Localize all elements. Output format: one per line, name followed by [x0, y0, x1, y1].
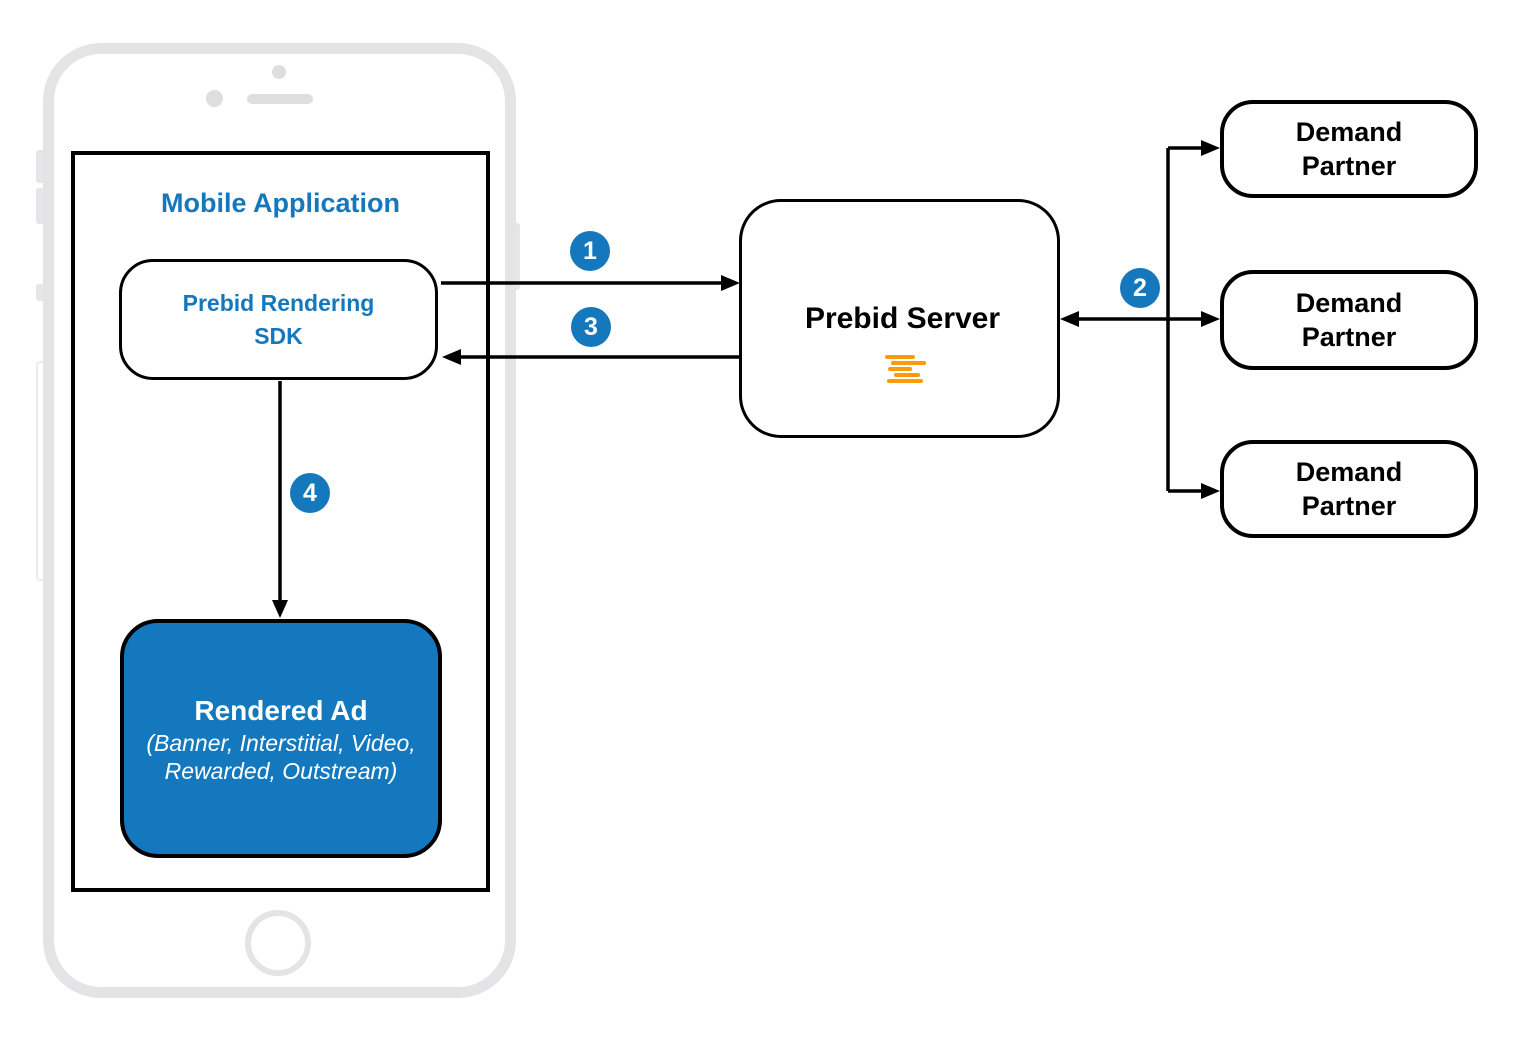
phone-volume-button	[36, 188, 45, 224]
demand-partner-label-3: Demand Partner	[1295, 457, 1403, 521]
mobile-application-title: Mobile Application	[161, 188, 400, 218]
step-badge-1: 1	[570, 231, 610, 271]
demand-partner-label-2: Demand Partner	[1295, 288, 1403, 352]
prebid-rendering-sdk-label: Prebid Rendering SDK	[182, 289, 375, 349]
prebid-server-box: Prebid Server	[739, 199, 1060, 438]
phone-speaker-icon	[247, 94, 313, 104]
phone-home-button	[245, 910, 311, 976]
prebid-rendering-sdk-box: Prebid Rendering SDK	[119, 259, 438, 380]
arrow-step2-server-to-demand-partners	[1060, 140, 1220, 499]
phone-camera-icon	[272, 65, 286, 79]
prebid-logo-icon	[883, 355, 927, 387]
demand-partner-box-3: Demand Partner	[1220, 440, 1478, 538]
step-badge-3: 3	[571, 307, 611, 347]
prebid-server-label: Prebid Server	[804, 302, 1001, 335]
rendered-ad-box: Rendered Ad (Banner, Interstitial, Video…	[120, 619, 442, 858]
phone-mute-switch	[36, 150, 45, 183]
phone-sensor-icon	[206, 90, 223, 107]
step-badge-4: 4	[290, 473, 330, 513]
demand-partner-box-1: Demand Partner	[1220, 100, 1478, 198]
step-badge-2: 2	[1120, 268, 1160, 308]
phone-volume-button-2	[36, 284, 45, 301]
demand-partner-box-2: Demand Partner	[1220, 270, 1478, 370]
rendered-ad-subtitle: (Banner, Interstitial, Video, Rewarded, …	[146, 729, 416, 784]
rendered-ad-title: Rendered Ad	[194, 694, 368, 726]
demand-partner-label-1: Demand Partner	[1295, 117, 1403, 181]
